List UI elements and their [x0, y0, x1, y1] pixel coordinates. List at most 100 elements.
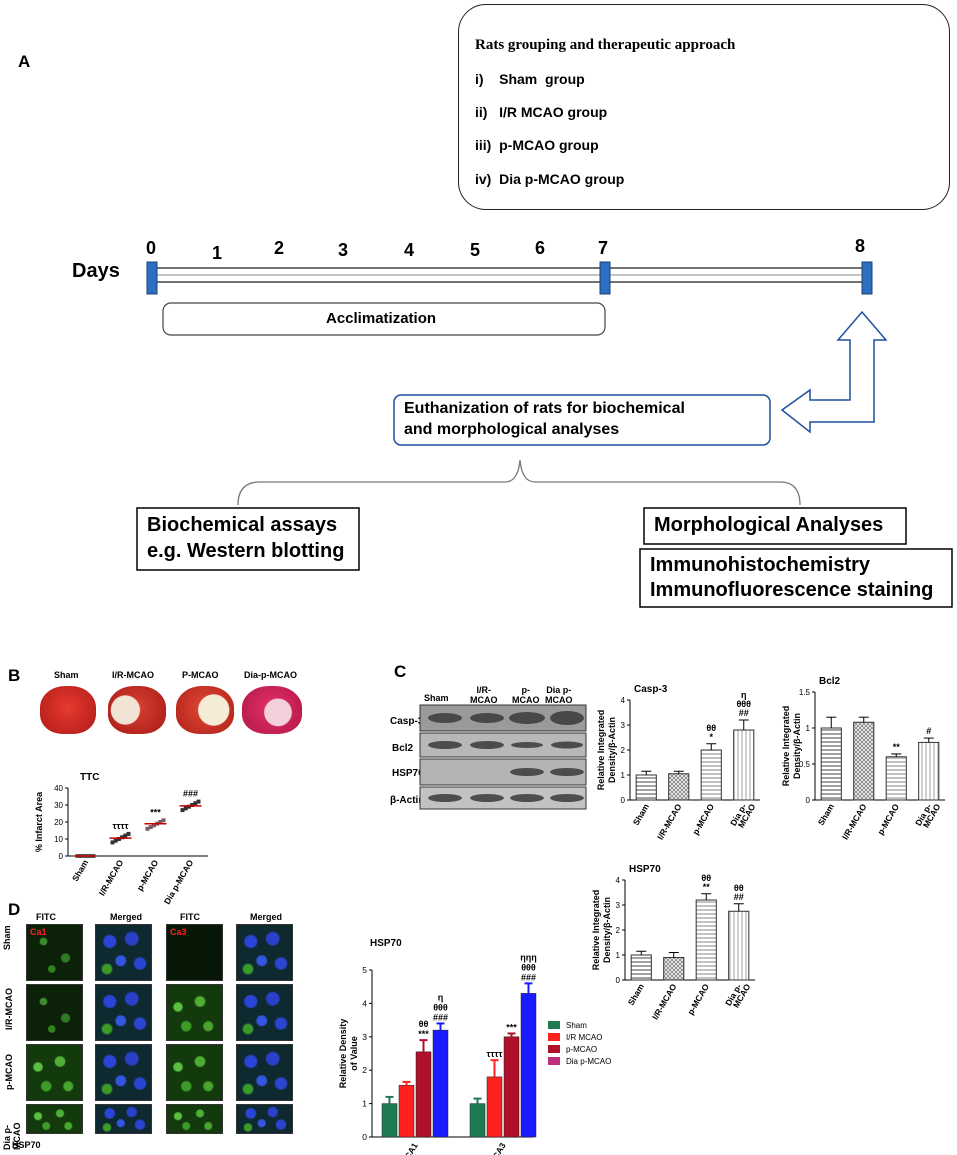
y-axis-label: Relative Integrated [591, 890, 601, 971]
y-tick-label: 4 [616, 876, 621, 885]
y-tick-label: 1 [806, 724, 811, 733]
day-tick: 0 [146, 238, 157, 258]
y-axis-label: Density/β-Actin [792, 713, 802, 779]
y-tick-label: 2 [616, 926, 621, 935]
immuno-line2: Immunofluorescence staining [650, 579, 934, 601]
significance-label: *** [418, 1029, 429, 1039]
y-tick-label: 2 [362, 1065, 367, 1075]
y-axis-label: Density/β-Actin [607, 717, 617, 783]
y-tick-label: 0.5 [799, 760, 811, 769]
y-tick-label: 4 [362, 998, 367, 1008]
data-point [123, 833, 128, 838]
significance-label: θθ [419, 1019, 429, 1029]
significance-label: ** [703, 882, 711, 892]
legend-label: Sham [566, 1021, 587, 1030]
fluo-image-dia-ca3-merged [236, 1104, 293, 1134]
significance-label: *** [150, 807, 161, 817]
y-tick-label: 3 [621, 721, 626, 730]
panel-label-a: A [18, 52, 31, 71]
fluo-image-p-ca1-merged [95, 1044, 152, 1101]
fluo-column-label: FITC [180, 912, 200, 922]
chart-title: Casp-3 [634, 684, 668, 695]
data-point [186, 804, 191, 809]
day-tick: 4 [404, 240, 415, 260]
fluo-image-sham-ca1-merged [95, 924, 152, 981]
significance-label: θθ [706, 723, 716, 733]
y-tick-label: 0 [59, 852, 64, 861]
significance-label: ## [739, 708, 749, 718]
data-point [193, 801, 198, 806]
bar [503, 1036, 520, 1138]
y-axis-label: of Value [349, 1036, 359, 1071]
legend-swatch [548, 1045, 560, 1053]
day-tick: 3 [338, 240, 349, 260]
y-axis-label: Relative Integrated [781, 706, 791, 787]
significance-label: ### [183, 789, 198, 799]
data-point [183, 806, 188, 811]
fluo-image-dia-ca1-merged [95, 1104, 152, 1134]
grouping-title: Rats grouping and therapeutic approach [475, 37, 736, 53]
data-point [126, 831, 131, 836]
y-tick-label: 1.5 [799, 688, 811, 697]
fluo-image-p-ca3-fitc [166, 1044, 223, 1101]
data-point [110, 840, 115, 845]
immuno-line1: Immunohistochemistry [650, 554, 871, 576]
grouping-item: iii) p-MCAO group [475, 137, 599, 153]
data-point [158, 820, 163, 824]
data-point [180, 808, 185, 813]
blot-row-label: β-Actin [390, 795, 425, 806]
brain-slice-ir-mcao [108, 686, 166, 734]
y-tick-label: 0 [806, 796, 811, 805]
data-point [113, 838, 118, 843]
day-tick: 2 [274, 238, 285, 258]
fluo-column-label: Merged [110, 912, 143, 922]
bar [469, 1103, 486, 1138]
fluo-image-ir-ca3-merged [236, 984, 293, 1041]
panel-label-c: C [394, 662, 407, 681]
y-tick-label: 20 [54, 818, 63, 827]
brain-label: Dia-p-MCAO [244, 670, 297, 680]
significance-label: * [709, 732, 713, 742]
grouping-item: iv) Dia p-MCAO group [475, 171, 625, 187]
brain-label: Sham [54, 670, 79, 680]
significance-label: # [926, 726, 931, 736]
chart-title: TTC [80, 772, 99, 783]
grouping-item: ii) I/R MCAO group [475, 104, 608, 120]
data-point [148, 825, 153, 830]
euthanization-line1: Euthanization of rats for biochemical [404, 400, 685, 417]
bar [381, 1103, 398, 1138]
biochem-line1: Biochemical assays [147, 514, 338, 536]
significance-label: ττττ [112, 821, 128, 831]
fluo-footer: HSP70 [12, 1140, 41, 1150]
fluo-image-p-ca3-merged [236, 1044, 293, 1101]
fluo-image-dia-ca3-fitc [166, 1104, 223, 1134]
fluo-image-ir-ca3-fitc [166, 984, 223, 1041]
y-tick-label: 30 [54, 801, 63, 810]
blot-column-label: p- MCAO [512, 685, 540, 705]
y-tick-label: 40 [54, 784, 63, 793]
significance-label: *** [506, 1022, 517, 1032]
bar [486, 1076, 503, 1138]
y-axis-label: Relative Density [338, 1019, 348, 1089]
x-tick-label: CA3 [491, 1141, 508, 1155]
significance-label: ### [521, 972, 536, 982]
legend-label: p-MCAO [566, 1045, 597, 1054]
fluo-image-sham-ca3-merged [236, 924, 293, 981]
fluo-image-p-ca1-fitc [26, 1044, 83, 1101]
data-point [190, 803, 195, 807]
bar [520, 993, 537, 1138]
y-axis-label: % Infarct Area [34, 791, 44, 852]
significance-label: θθ [701, 873, 711, 883]
data-point [116, 837, 121, 841]
acclimatization-label: Acclimatization [326, 310, 437, 327]
morph-label: Morphological Analyses [654, 514, 884, 536]
significance-label: θθθ [736, 699, 751, 709]
chart-title: HSP70 [370, 938, 402, 949]
significance-label: ηηη [520, 952, 537, 962]
days-label: Days [72, 260, 120, 282]
blot-column-label: Dia p- MCAO [545, 685, 573, 705]
